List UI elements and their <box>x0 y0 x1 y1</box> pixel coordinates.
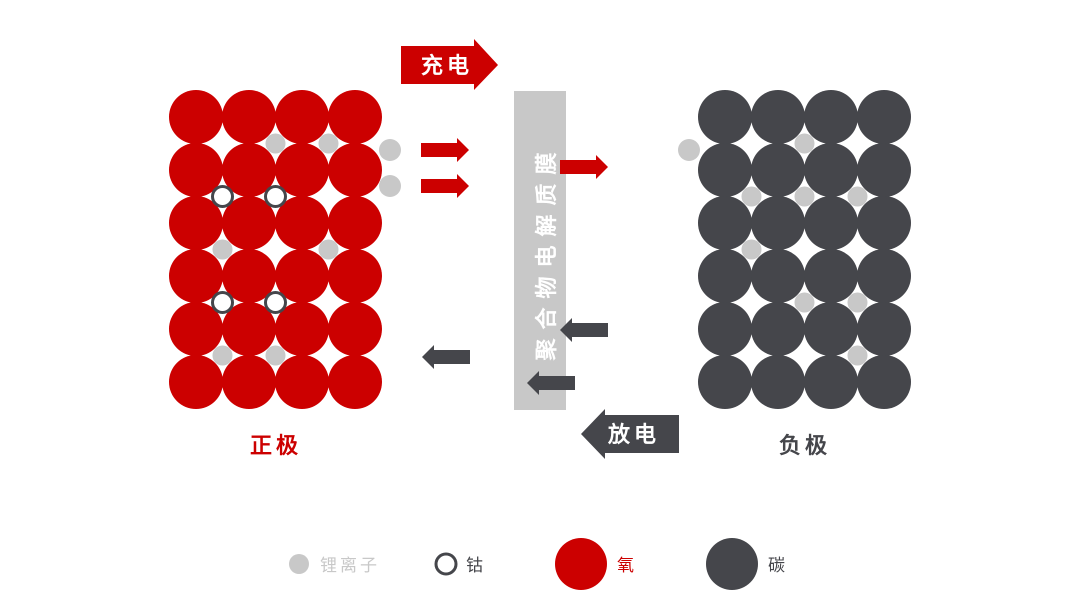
lithium-ion <box>265 345 286 366</box>
lithium-ion <box>847 186 868 207</box>
legend-carbon-swatch <box>706 538 758 590</box>
lithium-ion <box>741 186 762 207</box>
carbon-atom <box>751 143 805 197</box>
oxygen-atom <box>275 143 329 197</box>
oxygen-atom <box>328 249 382 303</box>
discharge-label: 放电 <box>607 422 660 448</box>
carbon-atom <box>857 90 911 144</box>
carbon-atom <box>804 249 858 303</box>
carbon-atom <box>804 302 858 356</box>
legend-cobalt-label: 钴 <box>466 556 483 576</box>
lithium-ion <box>794 186 815 207</box>
lithium-ion <box>794 133 815 154</box>
carbon-atom <box>751 355 805 409</box>
oxygen-atom <box>275 90 329 144</box>
carbon-atom <box>804 143 858 197</box>
ion-flow-arrow-right <box>560 155 608 179</box>
oxygen-atom <box>169 90 223 144</box>
oxygen-atom <box>169 249 223 303</box>
carbon-atom <box>751 249 805 303</box>
legend-oxygen-label: 氧 <box>617 556 634 576</box>
cobalt-atom <box>264 185 287 208</box>
negative-electrode <box>698 90 911 409</box>
lithium-ion <box>318 133 339 154</box>
carbon-atom <box>698 90 752 144</box>
carbon-atom <box>698 196 752 250</box>
free-ion <box>678 139 700 161</box>
ion-flow-arrow-left <box>560 318 608 342</box>
carbon-atom <box>698 143 752 197</box>
oxygen-atom <box>222 355 276 409</box>
oxygen-atom <box>169 302 223 356</box>
ion-flow-arrow-right <box>421 174 469 198</box>
negative-electrode-label: 负极 <box>779 434 831 459</box>
carbon-atom <box>751 196 805 250</box>
carbon-atom <box>751 302 805 356</box>
oxygen-atom <box>222 90 276 144</box>
free-ion <box>379 175 401 197</box>
oxygen-atom <box>328 355 382 409</box>
lithium-ion <box>212 239 233 260</box>
lithium-ion <box>741 239 762 260</box>
carbon-atom <box>698 249 752 303</box>
lithium-ion <box>212 345 233 366</box>
ion-flow-arrow-left <box>527 371 575 395</box>
positive-electrode-label: 正极 <box>250 434 302 459</box>
oxygen-atom <box>275 249 329 303</box>
oxygen-atom <box>169 196 223 250</box>
negative-lithium-ions <box>741 133 868 366</box>
carbon-atom <box>857 143 911 197</box>
oxygen-atom <box>275 302 329 356</box>
cobalt-atom <box>264 291 287 314</box>
oxygen-atom <box>328 90 382 144</box>
carbon-atom <box>857 355 911 409</box>
carbon-atom <box>698 355 752 409</box>
oxygen-atom <box>275 355 329 409</box>
carbon-atom <box>698 302 752 356</box>
cobalt-atoms <box>211 185 287 314</box>
oxygen-atom <box>328 143 382 197</box>
discharge-arrow: 放电 <box>581 409 679 459</box>
oxygen-atom <box>222 196 276 250</box>
legend-carbon-label: 碳 <box>768 556 785 576</box>
carbon-atom <box>804 196 858 250</box>
lithium-ion <box>794 292 815 313</box>
membrane-label: 聚合物电解质膜 <box>534 143 560 361</box>
carbon-atom <box>857 302 911 356</box>
lithium-ion <box>265 133 286 154</box>
cobalt-atom <box>211 291 234 314</box>
oxygen-atom <box>328 302 382 356</box>
oxygen-atom <box>222 143 276 197</box>
charge-label: 充电 <box>421 53 473 79</box>
free-ion <box>379 139 401 161</box>
carbon-atom <box>857 249 911 303</box>
oxygen-atom <box>222 302 276 356</box>
ion-flow-arrow-right <box>421 138 469 162</box>
oxygen-atom <box>169 143 223 197</box>
legend-lithium-ion-label: 锂离子 <box>320 556 380 576</box>
carbon-atom <box>751 90 805 144</box>
lithium-ion <box>318 239 339 260</box>
positive-electrode <box>169 90 382 409</box>
legend-lithium-ion-swatch <box>289 554 309 574</box>
oxygen-atom <box>222 249 276 303</box>
cobalt-atom <box>211 185 234 208</box>
lithium-ion <box>847 345 868 366</box>
membrane-bar <box>514 91 566 410</box>
positive-lithium-ions <box>212 133 339 366</box>
ion-flow-arrow-left <box>422 345 470 369</box>
carbon-atom <box>857 196 911 250</box>
lithium-ion <box>847 292 868 313</box>
carbon-atom <box>804 355 858 409</box>
oxygen-atom <box>169 355 223 409</box>
oxygen-atom <box>275 196 329 250</box>
oxygen-atom <box>328 196 382 250</box>
legend: 锂离子 钴 氧 碳 <box>289 538 785 590</box>
carbon-atom <box>804 90 858 144</box>
legend-cobalt-swatch <box>434 552 458 576</box>
legend-oxygen-swatch <box>555 538 607 590</box>
charge-arrow: 充电 <box>401 39 498 90</box>
